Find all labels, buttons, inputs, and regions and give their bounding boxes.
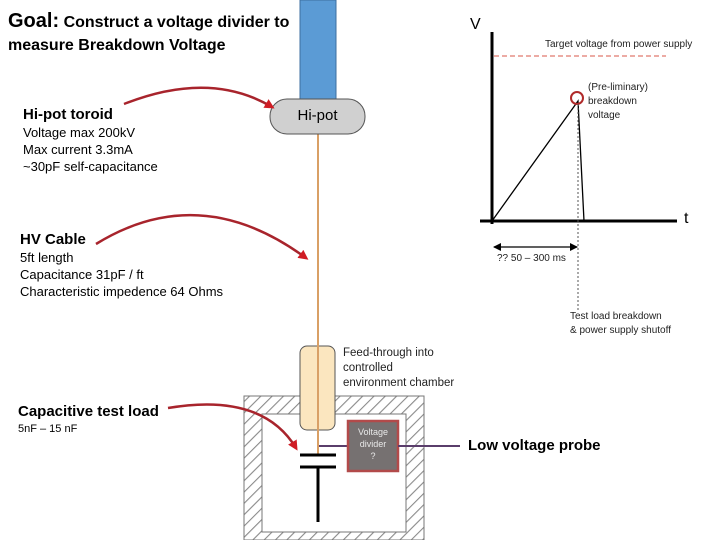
low-voltage-probe-label: Low voltage probe xyxy=(468,437,601,454)
hipot-box-label: Hi-pot xyxy=(297,107,338,124)
load-heading: Capacitive test load xyxy=(18,403,159,420)
hipot-box[interactable] xyxy=(269,98,366,135)
breakdown-marker xyxy=(570,91,584,105)
feedthrough-line: environment chamber xyxy=(343,377,455,389)
hipot-info: Hi-pot toroid Voltage max 200kV Max curr… xyxy=(23,105,158,175)
cable-arrow xyxy=(95,213,309,260)
hipot-spec: Max current 3.3mA xyxy=(23,142,133,157)
voltage-ramp xyxy=(491,99,585,222)
feedthrough-line: Feed-through into xyxy=(343,347,434,359)
y-axis-label: V xyxy=(470,16,481,33)
shutoff-line: & power supply shutoff xyxy=(570,325,671,336)
divider-label: Voltage divider ? xyxy=(348,426,398,462)
hipot-arrow xyxy=(123,86,275,109)
voltage-divider-box[interactable] xyxy=(346,419,400,473)
hipot-heading: Hi-pot toroid xyxy=(23,106,113,123)
breakdown-line: (Pre-liminary) xyxy=(588,82,648,93)
load-info: Capacitive test load 5nF – 15 nF xyxy=(18,402,159,438)
cable-info: HV Cable 5ft length Capacitance 31pF / f… xyxy=(20,230,223,300)
load-range: 5nF – 15 nF xyxy=(18,423,78,435)
shutoff-line: Test load breakdown xyxy=(570,311,662,322)
goal-label: Goal: xyxy=(8,10,60,32)
x-axis-label: t xyxy=(684,210,689,227)
load-arrow xyxy=(167,403,298,451)
goal-line-1: Construct a voltage divider to xyxy=(63,14,290,31)
cable-spec: 5ft length xyxy=(20,250,74,265)
breakdown-label: (Pre-liminary) breakdown voltage xyxy=(588,81,648,123)
divider-line: Voltage xyxy=(357,427,389,437)
hipot-spec: ~30pF self-capacitance xyxy=(23,159,158,174)
hipot-column xyxy=(299,0,337,101)
cable-heading: HV Cable xyxy=(20,231,86,248)
page-title: Goal: Construct a voltage divider to mea… xyxy=(8,10,308,57)
divider-line: divider xyxy=(359,439,387,449)
breakdown-line: voltage xyxy=(588,110,621,121)
cable-spec: Characteristic impedence 64 Ohms xyxy=(20,284,224,299)
shutoff-label: Test load breakdown & power supply shuto… xyxy=(570,310,671,338)
breakdown-line: breakdown xyxy=(588,96,637,107)
cable-spec: Capacitance 31pF / ft xyxy=(20,267,144,282)
divider-line: ? xyxy=(370,451,376,461)
duration-label: ?? 50 – 300 ms xyxy=(497,253,566,264)
feedthrough-line: controlled xyxy=(343,362,393,374)
hipot-spec: Voltage max 200kV xyxy=(23,125,136,140)
target-voltage-label: Target voltage from power supply xyxy=(545,39,693,50)
goal-line-2: measure Breakdown Voltage xyxy=(8,37,226,54)
feedthrough-label: Feed-through into controlled environment… xyxy=(343,346,454,391)
